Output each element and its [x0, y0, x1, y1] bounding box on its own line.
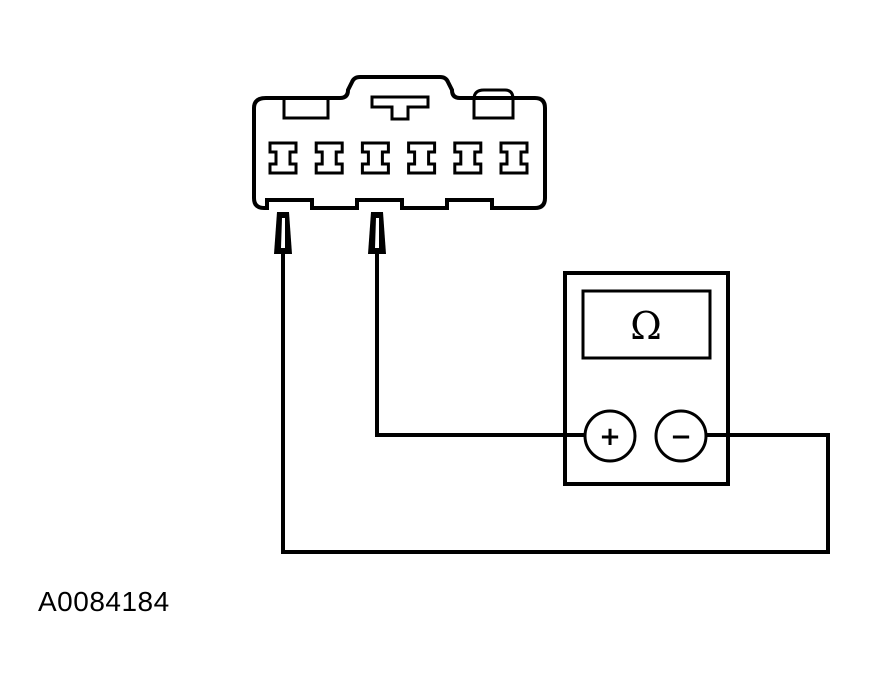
connector-terminals — [268, 141, 529, 175]
negative-terminal — [654, 409, 708, 463]
connector-key-tab — [370, 95, 430, 121]
connector-terminal — [314, 141, 344, 175]
multimeter-display — [581, 289, 712, 360]
connector-terminal — [407, 141, 437, 175]
connector-latch-right — [472, 88, 515, 120]
connector-terminal — [268, 141, 298, 175]
figure-id: A0084184 — [38, 586, 170, 617]
probe-right — [368, 212, 386, 254]
probe-left — [274, 212, 292, 254]
wire-positive — [375, 254, 585, 437]
connector-terminal — [453, 141, 483, 175]
plus-icon: + — [599, 422, 621, 452]
connector-housing — [252, 75, 547, 210]
ohm-symbol: Ω — [630, 304, 662, 348]
probe-right-highlight — [375, 218, 379, 248]
minus-icon: − — [670, 422, 692, 452]
probe-left-highlight — [281, 218, 285, 248]
connector — [252, 75, 547, 210]
multimeter: Ω + − — [563, 271, 730, 486]
connector-latch-left — [282, 99, 330, 120]
connector-terminal — [499, 141, 529, 175]
positive-terminal — [583, 409, 637, 463]
connector-terminal — [360, 141, 390, 175]
wire-negative — [281, 254, 830, 554]
multimeter-body — [563, 271, 730, 486]
